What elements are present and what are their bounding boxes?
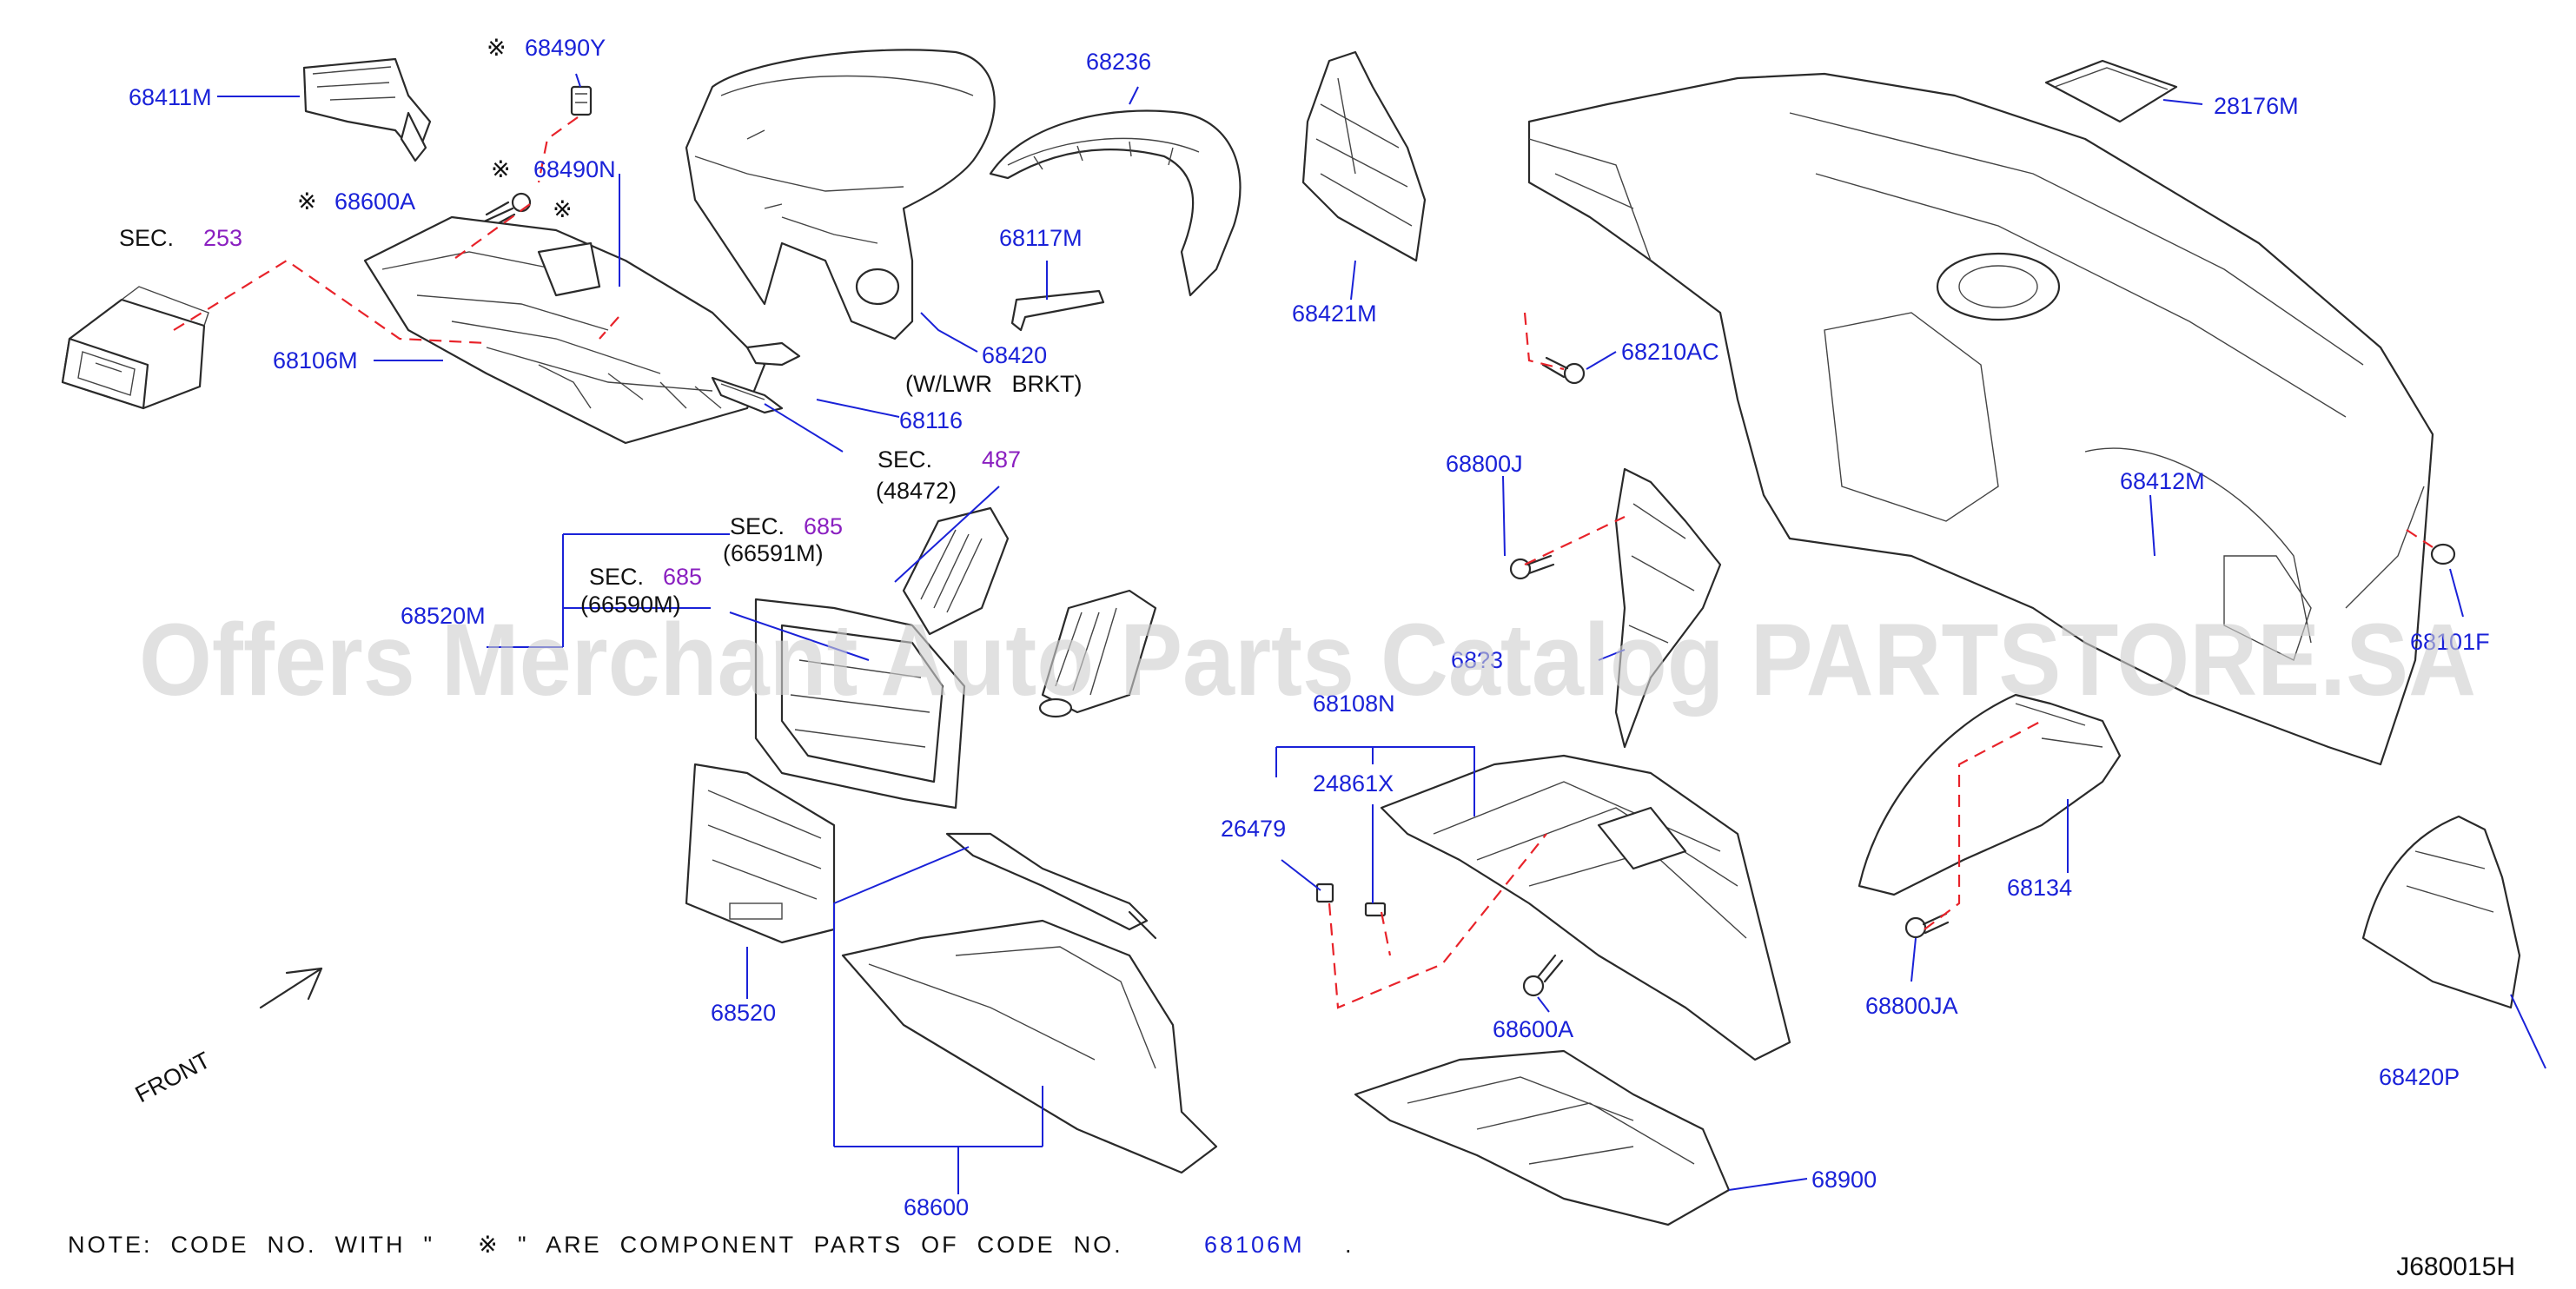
- part-label-68420p[interactable]: 68420P: [2379, 1064, 2460, 1090]
- part-68108n-illustration: [1380, 754, 1791, 1061]
- sec-685-number-b[interactable]: 685: [663, 564, 702, 590]
- sec-253-unit-illustration: [61, 286, 209, 410]
- part-label-68210ac[interactable]: 68210AC: [1621, 339, 1719, 365]
- part-68420-illustration: [685, 49, 996, 340]
- component-mark-68490n: ※: [491, 156, 511, 182]
- part-label-68134[interactable]: 68134: [2007, 875, 2072, 901]
- sec-685-prefix-b: SEC.: [589, 564, 644, 590]
- variant-note-w-lwr-brkt: (W/LWR BRKT): [905, 371, 1082, 397]
- part-label-68490n[interactable]: 68490N: [533, 156, 616, 182]
- part-label-68600a-mid[interactable]: 68600A: [1493, 1016, 1573, 1042]
- component-mark-68600a: ※: [297, 188, 317, 215]
- part-label-26479[interactable]: 26479: [1221, 816, 1286, 842]
- footer-note-mark: ※: [478, 1232, 500, 1258]
- part-68412m-illustration: [1527, 72, 2434, 766]
- part-68420p-illustration: [2361, 815, 2521, 1009]
- sec-253-number[interactable]: 253: [203, 225, 242, 251]
- part-68600a-screw-mid-illustration: [1522, 954, 1564, 997]
- front-label: FRONT: [131, 1047, 215, 1107]
- part-68134-illustration: [1858, 693, 2122, 896]
- part-68106m-illustration: [363, 215, 766, 445]
- sec-253-prefix: SEC.: [119, 225, 174, 251]
- sec-685-vent-right-illustration: [1038, 589, 1157, 718]
- footer-note-end: .: [1345, 1232, 1354, 1258]
- part-label-68520[interactable]: 68520: [711, 1000, 776, 1026]
- part-label-68520m[interactable]: 68520M: [401, 603, 486, 629]
- part-label-6813-partial[interactable]: 68?3: [1451, 647, 1503, 673]
- part-6813-illustration: [1614, 467, 1722, 749]
- part-label-68600a-top[interactable]: 68600A: [334, 188, 415, 215]
- sec-685-number-a[interactable]: 685: [804, 513, 843, 539]
- part-label-68800ja[interactable]: 68800JA: [1865, 993, 1958, 1019]
- part-label-68600[interactable]: 68600: [904, 1194, 969, 1220]
- sec-685-sub-b: (66590M): [580, 592, 681, 618]
- watermark: Offers Merchant Auto Parts Catalog PARTS…: [139, 603, 2476, 717]
- part-label-68117m[interactable]: 68117M: [999, 225, 1083, 251]
- diagram-id: J680015H: [2396, 1253, 2515, 1281]
- part-label-28176m[interactable]: 28176M: [2214, 93, 2299, 119]
- sec-487-prefix: SEC.: [877, 446, 932, 473]
- component-mark-68490y: ※: [487, 35, 507, 61]
- sec-685-prefix-a: SEC.: [730, 513, 785, 539]
- sec-685-sub-a: (66591M): [723, 540, 824, 566]
- part-label-68236[interactable]: 68236: [1086, 49, 1151, 75]
- sec-685-vent-left-illustration: [902, 506, 1010, 636]
- part-68600-illustration: [841, 832, 1218, 1174]
- part-label-68420[interactable]: 68420: [982, 342, 1047, 368]
- part-68421m-illustration: [1301, 50, 1427, 262]
- part-26479-illustration: [1315, 882, 1334, 903]
- part-label-24861x[interactable]: 24861X: [1313, 770, 1394, 797]
- part-68101f-illustration: [2430, 543, 2456, 565]
- part-68490y-illustration: [570, 85, 593, 116]
- part-label-68101f[interactable]: 68101F: [2410, 629, 2490, 655]
- sec-487-number[interactable]: 487: [982, 446, 1021, 473]
- part-label-68106m[interactable]: 68106M: [273, 347, 358, 373]
- footer-note-prefix: NOTE: CODE NO. WITH ": [68, 1232, 434, 1258]
- part-68800j-screw-illustration: [1509, 554, 1555, 580]
- part-label-68108n[interactable]: 68108N: [1313, 691, 1395, 717]
- sec-487-sub: (48472): [876, 478, 957, 504]
- part-label-68490y[interactable]: 68490Y: [525, 35, 606, 61]
- component-mark-clip: ※: [553, 196, 573, 222]
- part-68900-illustration: [1354, 1049, 1731, 1226]
- front-arrow: [259, 967, 323, 1009]
- part-label-68421m[interactable]: 68421M: [1292, 301, 1377, 327]
- part-68210ac-screw-illustration: [1541, 356, 1586, 385]
- part-68520m-illustration: [754, 598, 966, 810]
- part-label-68116[interactable]: 68116: [899, 407, 963, 433]
- footer-note-middle: " ARE COMPONENT PARTS OF CODE NO.: [518, 1232, 1123, 1258]
- part-68520-illustration: [685, 763, 836, 944]
- part-24861x-illustration: [1364, 902, 1387, 917]
- part-label-68800j[interactable]: 68800J: [1446, 451, 1523, 477]
- footer-note-code[interactable]: 68106M: [1204, 1232, 1305, 1258]
- part-label-68900[interactable]: 68900: [1811, 1167, 1877, 1193]
- part-28176m-illustration: [2044, 59, 2178, 123]
- part-label-68411m[interactable]: 68411M: [129, 84, 212, 110]
- part-68411m-illustration: [302, 57, 432, 162]
- part-68236-illustration: [989, 109, 1242, 297]
- dashed-connectors: [173, 116, 2434, 1009]
- part-label-68412m[interactable]: 68412M: [2120, 468, 2205, 494]
- part-68117m-illustration: [1010, 289, 1105, 332]
- leader-lines: [217, 73, 2546, 1194]
